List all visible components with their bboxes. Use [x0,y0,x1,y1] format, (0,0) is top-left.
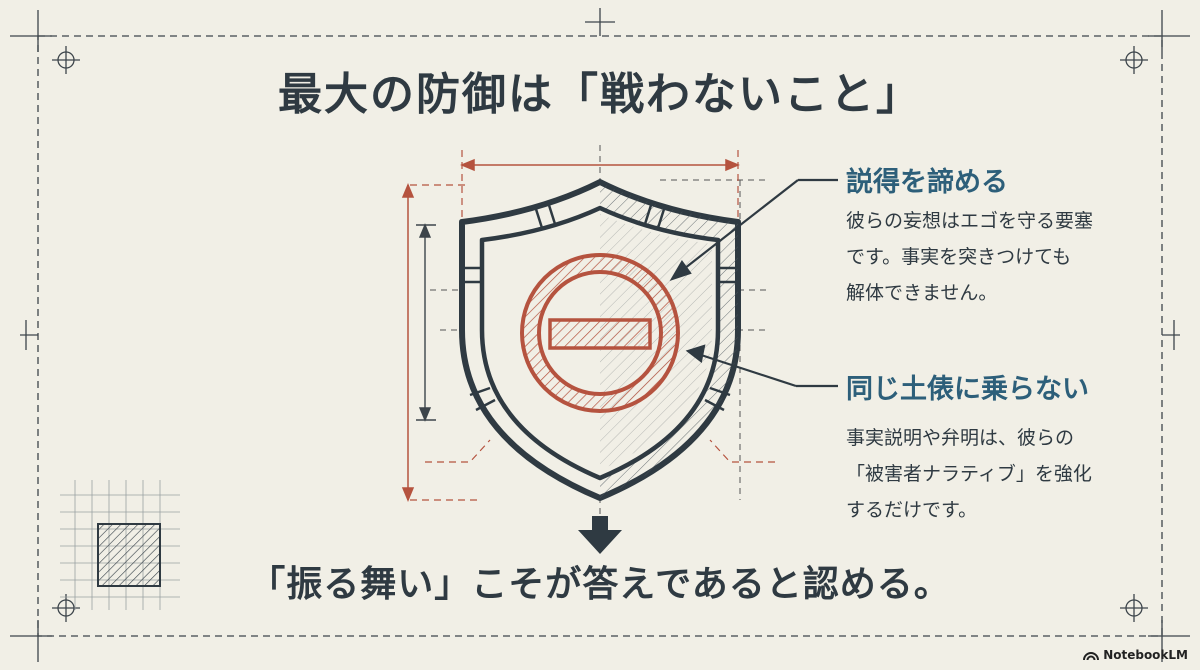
corner-marks [10,8,1190,662]
frame-border [37,35,1163,637]
section-body-dont-engage: 事実説明や弁明は、彼らの 「被害者ナラティブ」を強化 するだけです。 [846,427,1092,521]
registration-crosshairs [52,46,1148,622]
notebooklm-logo-icon [1083,652,1100,661]
brand-badge: NotebookLM [1083,648,1188,662]
brand-label: NotebookLM [1103,648,1188,662]
section-heading-give-up-persuading: 説得を諦める [846,167,1008,198]
no-entry-icon [520,253,680,413]
arrow-down-icon [578,516,622,554]
page-title: 最大の防御は「戦わないこと」 [278,69,922,120]
section-body-give-up-persuading: 彼らの妄想はエゴを守る要塞 です。事実を突きつけても 解体できません。 [846,210,1094,304]
shield-icon [401,145,775,515]
conclusion-text: 「振る舞い」こそが答えであると認める。 [249,564,951,605]
callout-arrows [669,178,838,388]
section-heading-dont-engage: 同じ土俵に乗らない [846,374,1089,405]
grid-hatched-square [97,523,161,587]
